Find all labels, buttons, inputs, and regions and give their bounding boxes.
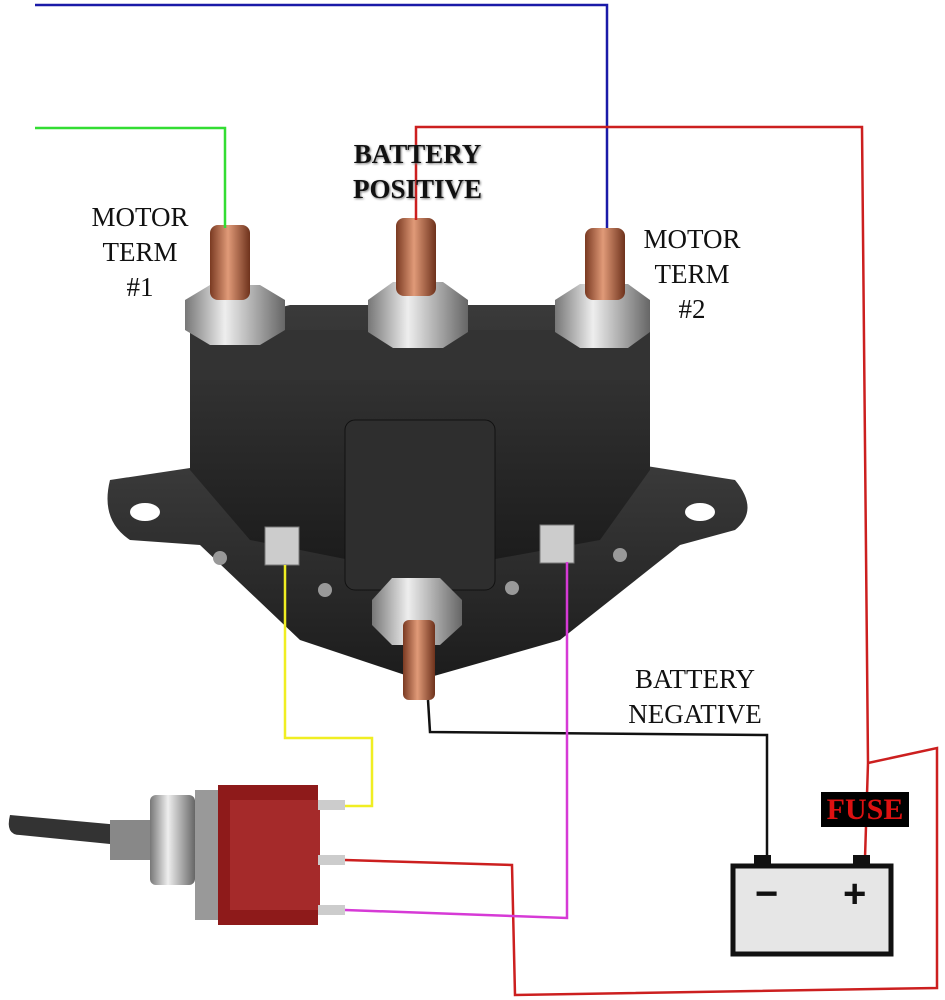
spade-terminal-right <box>539 524 575 564</box>
rivet <box>318 583 332 597</box>
wire-green-motor-1 <box>35 126 227 228</box>
battery-positive-stud <box>368 218 468 348</box>
label-line: POSITIVE <box>352 174 483 204</box>
label-line: MOTOR <box>91 202 189 232</box>
mount-hole-left <box>130 503 160 521</box>
wire-yellow <box>283 565 374 808</box>
label-motor-term-2: MOTOR TERM #2 <box>622 222 762 327</box>
motor-terminal-1-stud <box>185 225 285 345</box>
battery-symbol <box>730 855 894 957</box>
rivet <box>505 581 519 595</box>
label-line: MOTOR <box>643 224 741 254</box>
label-line: #1 <box>126 272 154 302</box>
wire-magenta <box>344 562 569 920</box>
wire-red-switch-feed <box>344 746 939 997</box>
wire-black-battery-negative <box>426 699 769 858</box>
label-line: #2 <box>678 294 706 324</box>
label-line: BATTERY <box>353 139 482 169</box>
label-line: TERM <box>654 259 730 289</box>
toggle-switch <box>8 785 345 925</box>
label-line: NEGATIVE <box>628 699 762 729</box>
label-battery-positive: BATTERY POSITIVE <box>325 137 510 207</box>
label-motor-term-1: MOTOR TERM #1 <box>70 200 210 305</box>
battery-positive-sign: + <box>843 872 867 916</box>
spade-terminal-left <box>264 526 300 566</box>
solenoid-center-block <box>344 419 496 591</box>
label-line: BATTERY <box>634 664 755 694</box>
ground-stud <box>372 578 462 700</box>
label-battery-negative: BATTERY NEGATIVE <box>605 662 785 732</box>
mount-hole-right <box>685 503 715 521</box>
wire-blue-motor-2 <box>35 3 609 228</box>
rivet <box>613 548 627 562</box>
battery-negative-sign: − <box>755 872 779 916</box>
fuse-label: FUSE <box>821 792 909 827</box>
rivet <box>213 551 227 565</box>
motor-terminal-2-stud <box>555 228 650 348</box>
label-line: TERM <box>102 237 178 267</box>
